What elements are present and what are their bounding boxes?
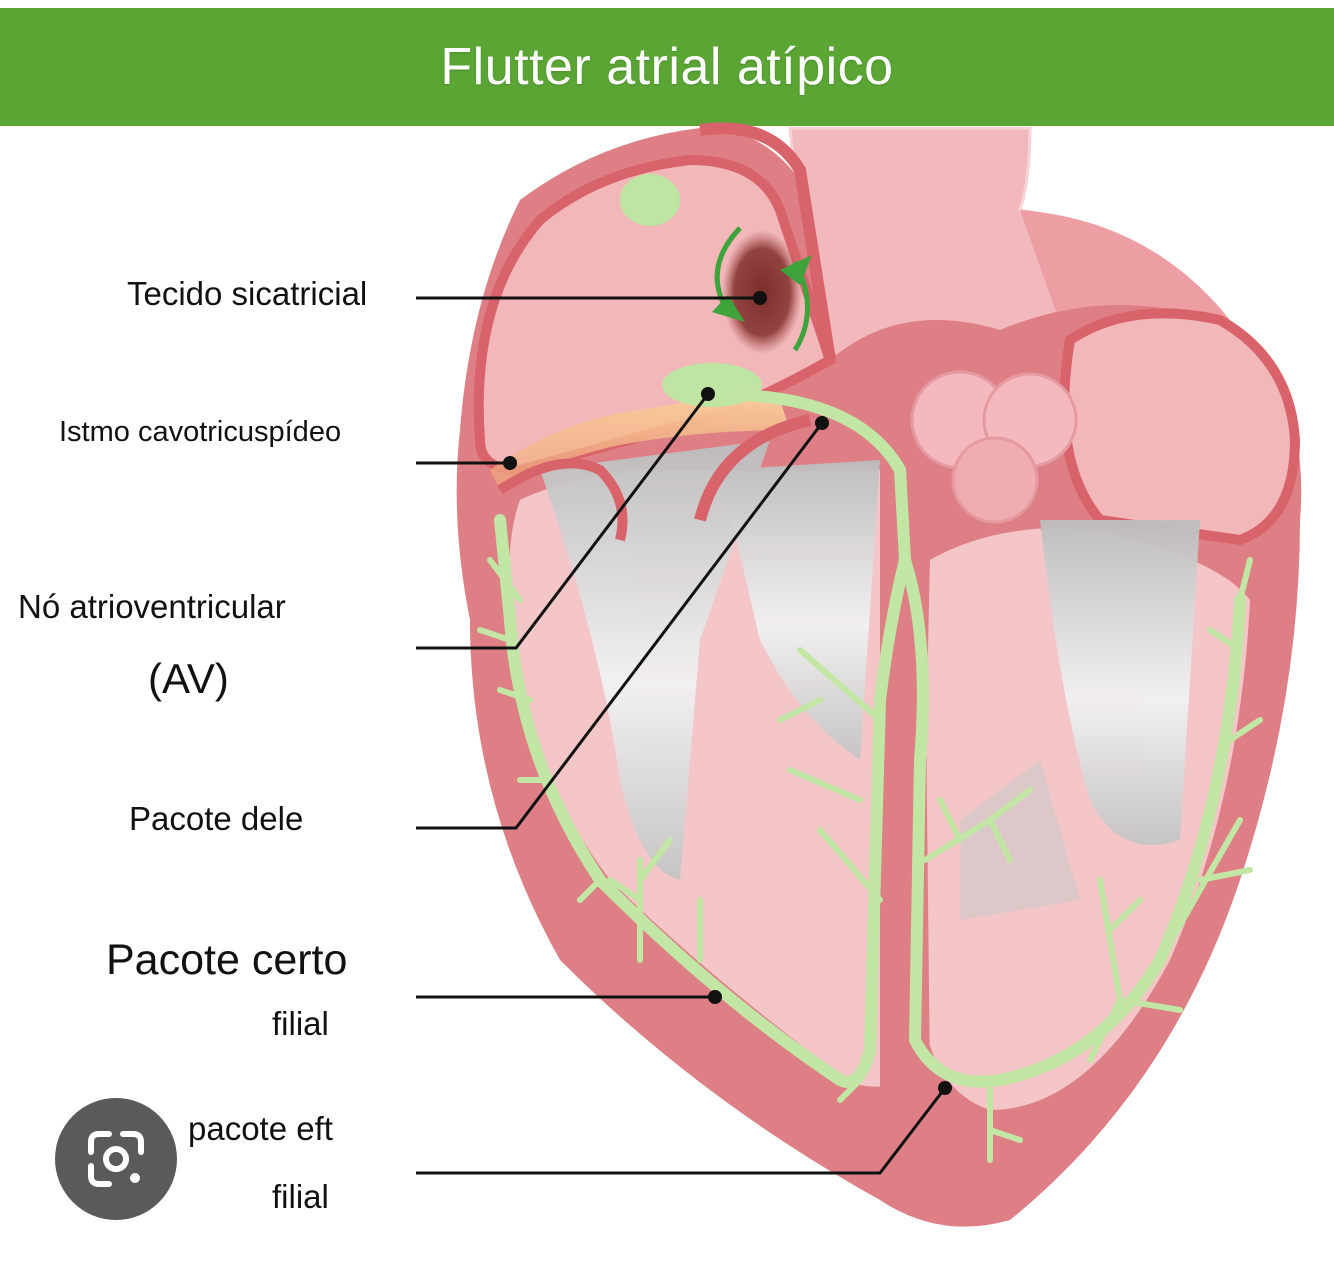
reentry-arrows	[712, 226, 812, 352]
label-left-bundle-2: filial	[272, 1178, 329, 1215]
sa-node	[620, 174, 680, 226]
title-bar: Flutter atrial atípico	[0, 8, 1334, 126]
google-lens-icon	[88, 1131, 144, 1187]
dot-his	[815, 416, 829, 430]
leader-dots	[503, 291, 952, 1095]
label-cti: Istmo cavotricuspídeo	[59, 416, 342, 448]
cavotricuspid-isthmus	[490, 398, 790, 490]
conduction-system	[477, 363, 1263, 1163]
left-atrium	[1059, 308, 1301, 546]
label-left-bundle-1: pacote eft	[188, 1110, 333, 1147]
label-right-bundle-2: filial	[272, 1005, 329, 1042]
dot-av-node	[701, 387, 715, 401]
label-scar-tissue: Tecido sicatricial	[127, 275, 368, 312]
leader-lines	[416, 296, 947, 1175]
google-lens-button[interactable]	[55, 1098, 177, 1220]
dot-isthmus	[503, 456, 517, 470]
dot-right-bundle	[708, 990, 722, 1004]
label-right-bundle-1: Pacote certo	[106, 936, 348, 984]
dot-scar	[753, 291, 767, 305]
label-his-bundle: Pacote dele	[129, 800, 304, 837]
aortic-valve	[910, 370, 1078, 524]
label-av-node-2: (AV)	[148, 655, 229, 702]
label-av-node-1: Nó atrioventricular	[18, 588, 286, 625]
chordae-tendineae	[540, 440, 1200, 920]
dot-left-bundle	[938, 1081, 952, 1095]
diagram-title: Flutter atrial atípico	[440, 38, 894, 96]
